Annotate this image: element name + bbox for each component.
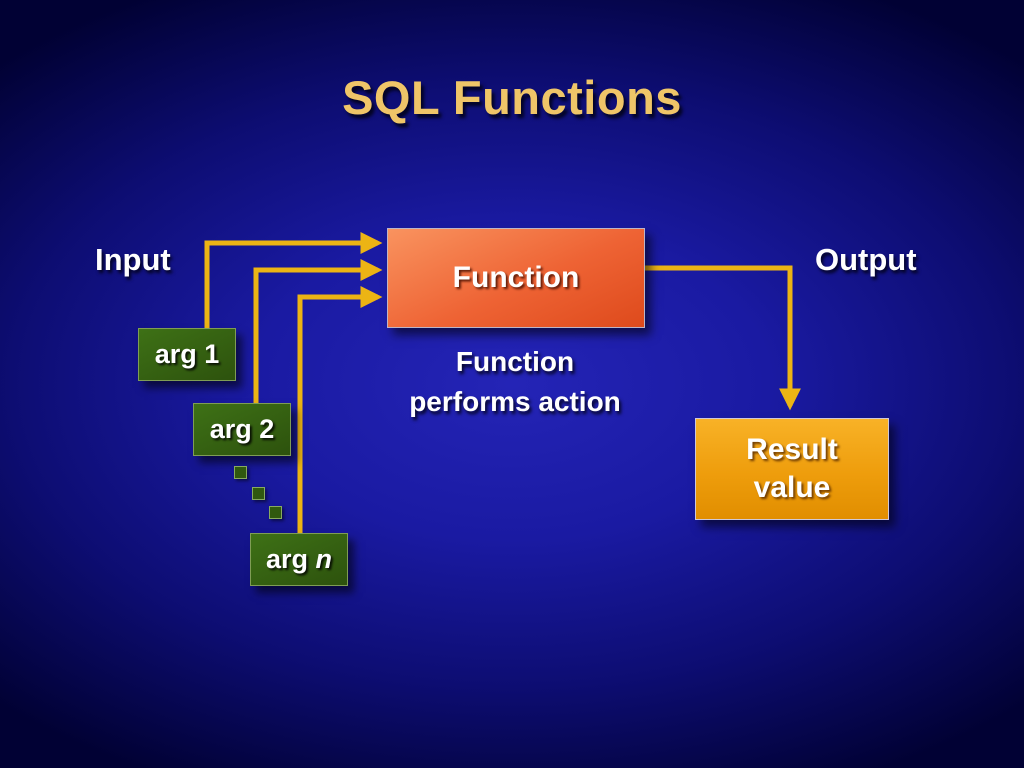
function-box-label: Function xyxy=(452,261,580,294)
output-label: Output xyxy=(815,242,917,277)
function-box: Function xyxy=(387,228,645,328)
argn-label-var: n xyxy=(315,544,333,574)
slide-title: SQL Functions xyxy=(342,71,682,124)
arg1-label: arg 1 xyxy=(154,339,220,369)
input-arrow-argn xyxy=(297,285,383,545)
ellipsis-dot xyxy=(269,506,282,519)
result-line-1: Result xyxy=(746,433,838,466)
argn-box: arg n xyxy=(250,533,348,586)
result-line-2: value xyxy=(753,471,831,504)
input-arrow-arg2 xyxy=(253,258,383,415)
result-box: Result value xyxy=(695,418,889,520)
arg2-label: arg 2 xyxy=(209,414,275,444)
argn-label-prefix: arg xyxy=(265,544,316,574)
caption-line-1: Function xyxy=(455,346,575,377)
input-arrow-arg1 xyxy=(204,231,383,340)
output-arrow xyxy=(644,265,802,411)
caption-line-2: performs action xyxy=(409,386,621,417)
arg1-box: arg 1 xyxy=(138,328,236,381)
ellipsis-dot xyxy=(234,466,247,479)
ellipsis-dot xyxy=(252,487,265,500)
caption: Function performs action xyxy=(335,342,695,422)
input-label: Input xyxy=(95,242,171,277)
arg2-box: arg 2 xyxy=(193,403,291,456)
